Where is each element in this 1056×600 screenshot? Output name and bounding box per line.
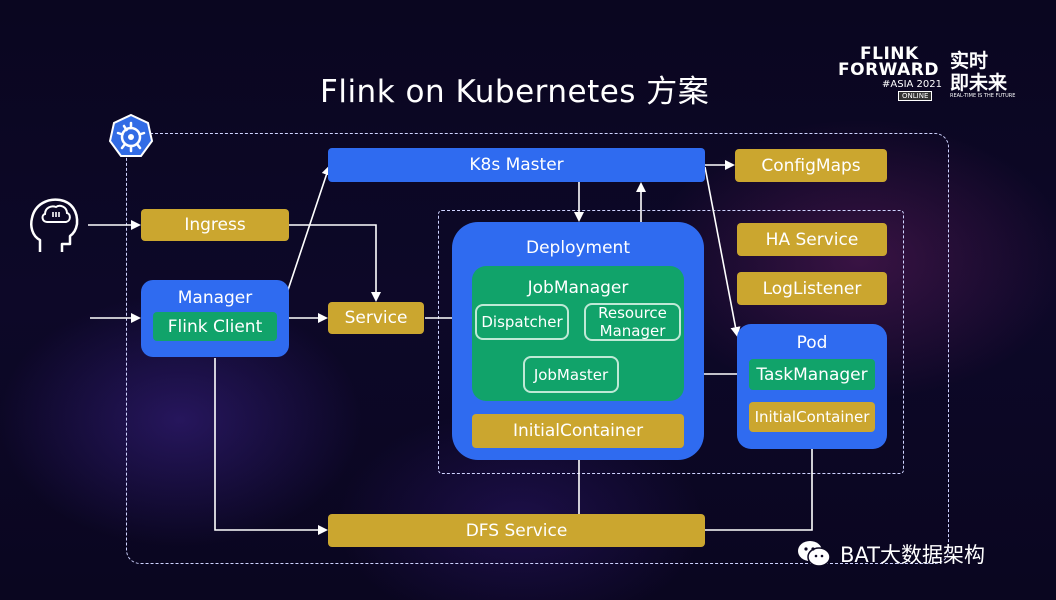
watermark: BAT大数据架构 [796, 534, 1036, 574]
jobmanager-node: JobManager Dispatcher Resource Manager J… [472, 266, 684, 401]
dispatcher-node: Dispatcher [475, 304, 569, 340]
namespace-boundary [438, 210, 904, 474]
initial-container-pod: InitialContainer [749, 402, 875, 432]
pod-label: Pod [796, 333, 828, 353]
configmaps-node: ConfigMaps [735, 149, 887, 182]
flink-client-node: Flink Client [153, 312, 277, 341]
manager-label: Manager [177, 288, 253, 308]
manager-node: Manager Flink Client [141, 280, 289, 357]
wechat-icon [796, 539, 832, 569]
resource-manager-label-2: Manager [599, 322, 666, 340]
logo-badge: ONLINE [898, 91, 933, 101]
resource-manager-label-1: Resource [598, 304, 667, 322]
ha-service-node: HA Service [737, 223, 887, 256]
deployment-label: Deployment [526, 238, 630, 258]
logo-tagline: REAL-TIME IS THE FUTURE [950, 93, 1016, 99]
flink-forward-logo: FLINK FORWARD #ASIA 2021 ONLINE 实时 即未来 R… [838, 44, 1038, 104]
taskmanager-node: TaskManager [749, 359, 875, 390]
user-head-icon [26, 196, 82, 254]
deployment-node: Deployment JobManager Dispatcher Resourc… [452, 222, 704, 460]
page-title: Flink on Kubernetes 方案 [320, 74, 710, 110]
dfs-service-node: DFS Service [328, 514, 705, 547]
logo-line3: #ASIA 2021 [882, 79, 942, 90]
jobmaster-node: JobMaster [523, 356, 619, 393]
logo-cn2: 即未来 [950, 72, 1008, 94]
resource-manager-node: Resource Manager [584, 303, 681, 341]
k8s-cluster-boundary [126, 133, 949, 564]
logo-line1: FLINK [860, 44, 919, 64]
pod-node: Pod TaskManager InitialContainer [737, 324, 887, 449]
jobmanager-label: JobManager [527, 278, 629, 298]
k8s-master-node: K8s Master [328, 148, 705, 182]
ingress-node: Ingress [141, 209, 289, 241]
logo-line2: FORWARD [838, 60, 940, 80]
initial-container-deployment: InitialContainer [472, 414, 684, 448]
logo-cn1: 实时 [950, 50, 989, 72]
watermark-text: BAT大数据架构 [840, 543, 985, 567]
loglistener-node: LogListener [737, 272, 887, 305]
service-node: Service [328, 302, 424, 334]
kubernetes-icon [108, 113, 154, 159]
